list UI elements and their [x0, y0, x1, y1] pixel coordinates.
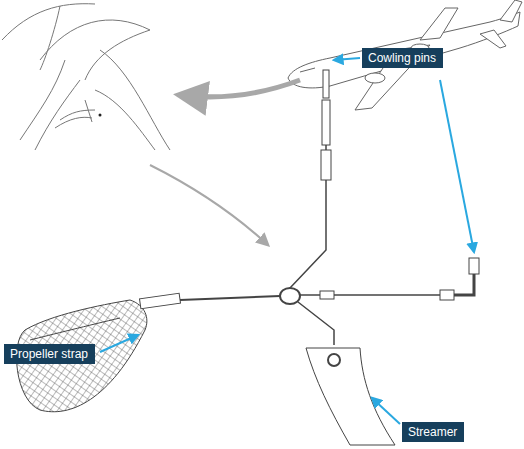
strap-assembly	[17, 70, 479, 445]
callout-label: Cowling pins	[362, 48, 443, 68]
callout-text: Streamer	[408, 425, 458, 439]
callout-text: Cowling pins	[368, 51, 437, 65]
zoom-arrow	[150, 165, 268, 245]
aircraft-sketch	[288, 0, 522, 110]
propeller-sketch	[2, 4, 170, 150]
callout-label: Propeller strap	[4, 344, 95, 364]
callout-text: Propeller strap	[10, 347, 89, 361]
callout-label: Streamer	[402, 422, 464, 442]
zoom-arrow	[180, 80, 300, 97]
leader-arrows	[100, 58, 474, 424]
